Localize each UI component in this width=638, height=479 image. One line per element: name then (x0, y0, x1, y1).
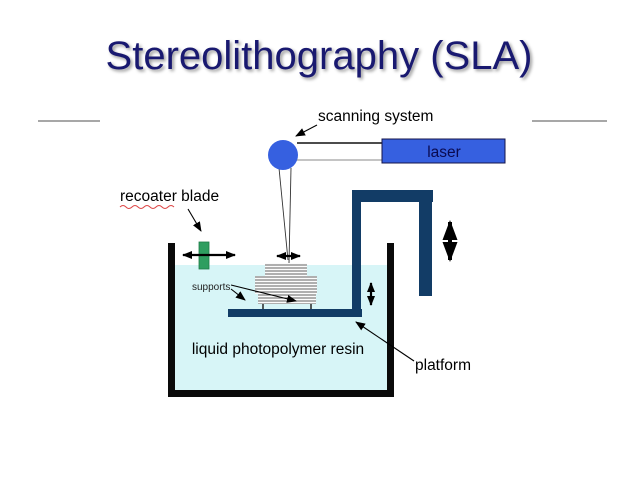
supports-leader-arrow-right (230, 284, 297, 303)
part-layers-top (265, 263, 307, 276)
laser-box (381, 138, 506, 164)
laser-beam-left-line (278, 167, 289, 261)
part-layers-middle (255, 276, 317, 294)
elevator-arm-right-leg (419, 190, 432, 296)
laser-label: laser (427, 144, 461, 161)
page-title: Stereolithography (SLA) (105, 34, 533, 78)
laser-beam-right-line (288, 167, 292, 264)
platform-label: platform (415, 357, 471, 374)
tank (168, 243, 394, 397)
liquid-resin-label: liquid photopolymer resin (192, 341, 364, 358)
recoater-blade-leader-arrow (187, 208, 202, 232)
platform-bar (228, 309, 362, 317)
supports-leader-arrow-left (230, 288, 246, 301)
scanner-mirror-circle (268, 140, 298, 170)
elevator-arm-left-leg (352, 190, 361, 309)
supports-label: supports (192, 282, 230, 293)
scanning-system-label: scanning system (318, 108, 433, 125)
spellcheck-squiggle (119, 205, 175, 209)
recoater-blade-label: recoater blade (120, 188, 219, 205)
platform-leader-arrow (355, 321, 415, 362)
elevator-arm-top-bar (352, 190, 433, 202)
scanning-system-leader-arrow (295, 124, 318, 137)
